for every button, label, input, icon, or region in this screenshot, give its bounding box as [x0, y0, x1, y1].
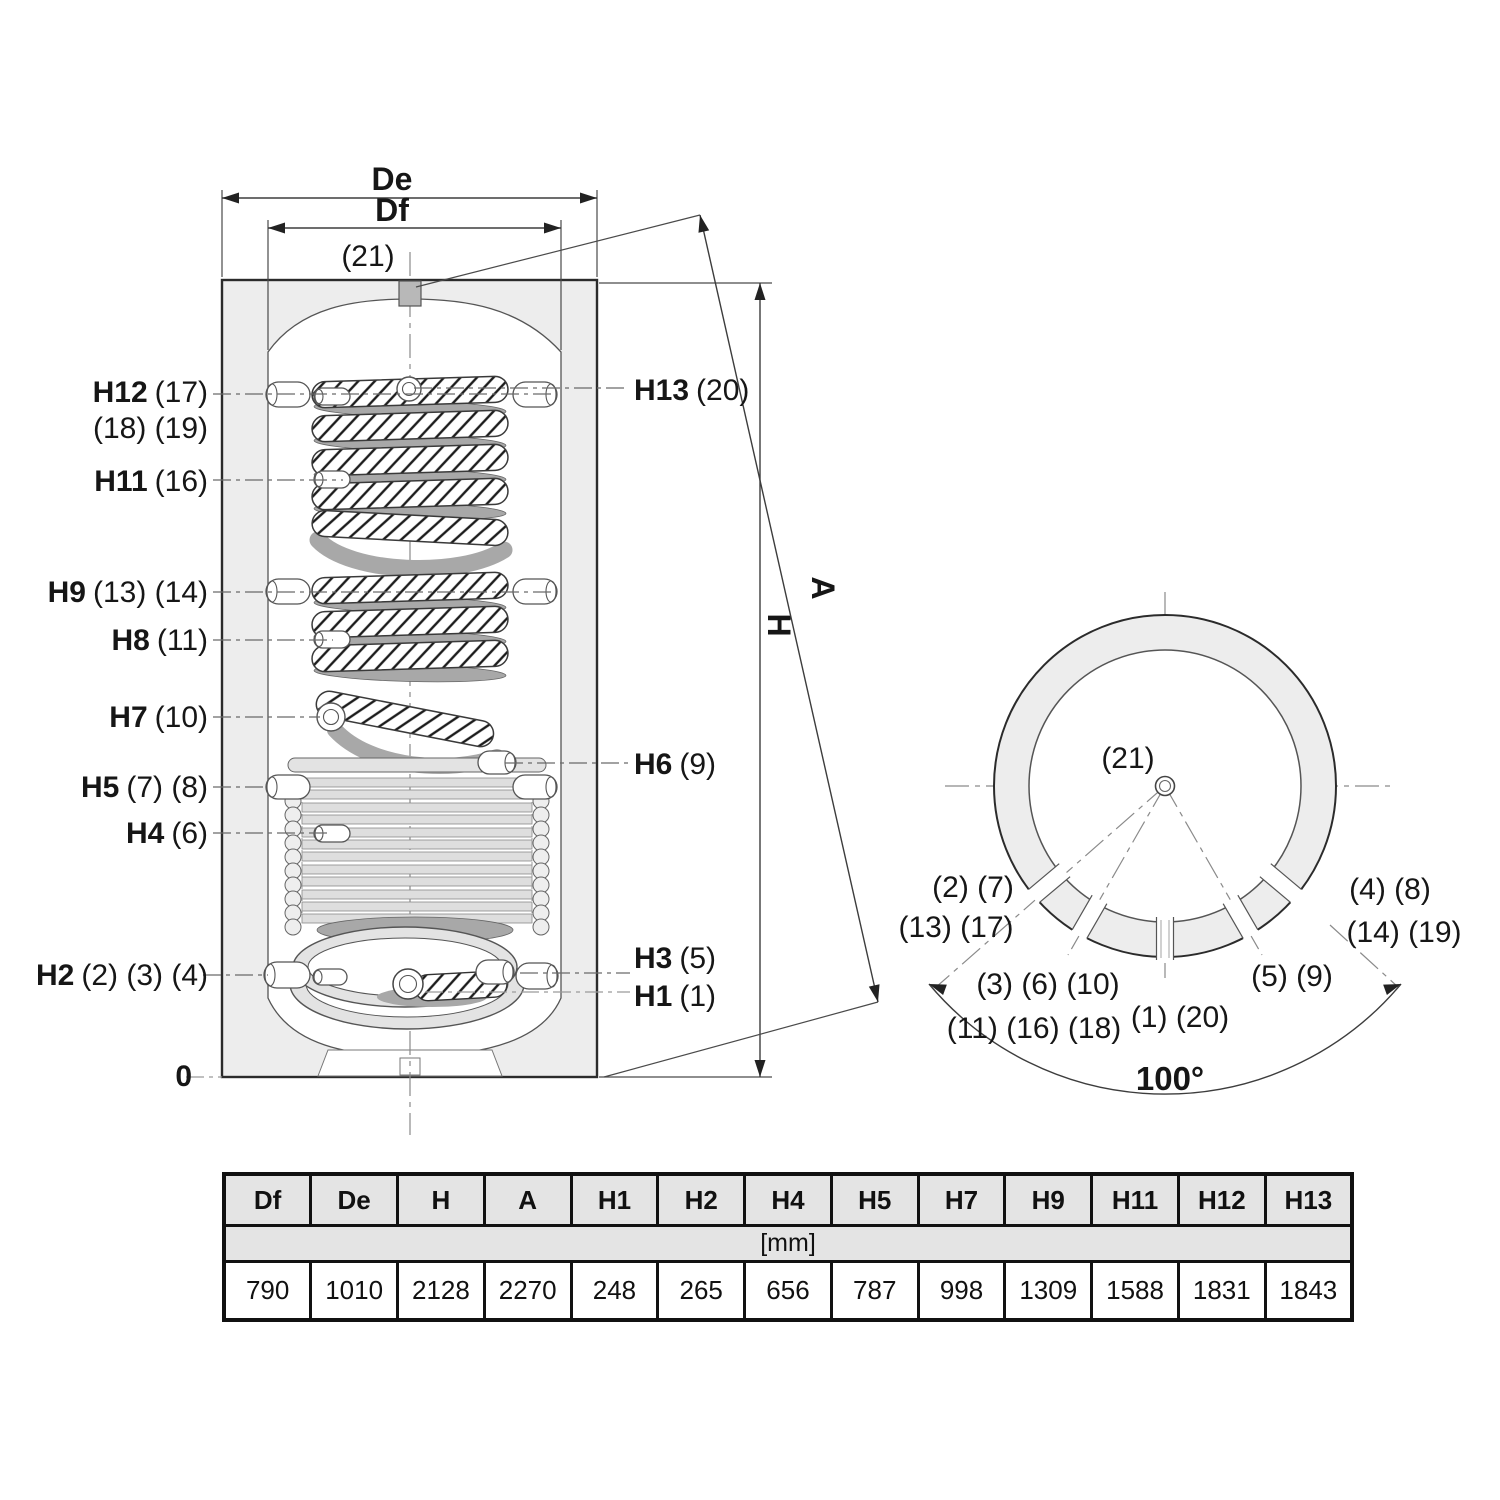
dimension-df: Df [267, 192, 562, 350]
ring-port-right50 [1259, 863, 1303, 904]
col-header: H11 [1090, 1172, 1180, 1227]
svg-text:(13) (17): (13) (17) [898, 911, 1013, 944]
label-df: Df [375, 192, 409, 228]
ring-port-right30 [1222, 894, 1259, 941]
angle-dimension: 100° [928, 983, 1402, 1097]
table-unit-row: [mm] [222, 1224, 1354, 1263]
col-header: H9 [1003, 1172, 1094, 1227]
wall-stubs [263, 381, 559, 990]
dimension-de: De [221, 161, 598, 277]
dim-value: 1588 [1090, 1260, 1180, 1322]
col-header: H [396, 1172, 486, 1227]
col-header: H7 [916, 1172, 1007, 1227]
svg-text:H13(20): H13(20) [634, 374, 749, 407]
label-h: H [761, 613, 797, 636]
dim-value: 1843 [1263, 1260, 1354, 1322]
table-value-row: 790 1010 2128 2270 248 265 656 787 998 1… [222, 1260, 1354, 1322]
dim-value: 1010 [309, 1260, 400, 1322]
dim-value: 790 [222, 1260, 313, 1322]
svg-text:(1) (20): (1) (20) [1131, 1001, 1229, 1034]
svg-text:(21): (21) [1101, 742, 1154, 775]
ring-port-left30 [1071, 894, 1108, 941]
leader-lines [186, 387, 630, 1078]
col-header: H1 [569, 1172, 660, 1227]
label-port21-front: (21) [341, 240, 394, 273]
label-de: De [372, 161, 413, 197]
svg-text:(2) (7): (2) (7) [932, 871, 1014, 904]
col-header: A [482, 1172, 573, 1227]
svg-text:H11(16): H11(16) [94, 465, 208, 498]
col-header: H12 [1176, 1172, 1267, 1227]
dim-value: 998 [916, 1260, 1007, 1322]
svg-text:H1(1): H1(1) [634, 980, 716, 1013]
unit-cell: [mm] [222, 1224, 1354, 1263]
dim-value: 1309 [1003, 1260, 1094, 1322]
svg-text:H3(5): H3(5) [634, 942, 716, 975]
dim-value: 265 [656, 1260, 747, 1322]
dim-value: 656 [743, 1260, 833, 1322]
col-header: H2 [656, 1172, 747, 1227]
svg-text:H6(9): H6(9) [634, 748, 716, 781]
front-view: De Df (21) H A H12(1 [36, 161, 880, 1135]
svg-text:(14) (19): (14) (19) [1346, 916, 1461, 949]
front-right-labels: H13(20) H6(9) H3(5) H1(1) [634, 374, 749, 1013]
port-21 [398, 280, 422, 307]
svg-text:(11) (16) (18): (11) (16) (18) [947, 1012, 1122, 1045]
col-header: H4 [743, 1172, 833, 1227]
top-view-labels: (21) (2) (7) (13) (17) (3) (6) (10) (11)… [898, 742, 1461, 1045]
svg-text:H7(10): H7(10) [109, 701, 208, 734]
col-header: H13 [1263, 1172, 1354, 1227]
front-left-labels: H12(17) (18) (19) H11(16) H9(13) (14) H8… [36, 376, 208, 1093]
dim-value: 787 [829, 1260, 920, 1322]
dim-value: 248 [569, 1260, 660, 1322]
svg-text:(18) (19): (18) (19) [93, 412, 208, 445]
svg-text:H2(2) (3) (4): H2(2) (3) (4) [36, 959, 208, 992]
svg-text:H8(11): H8(11) [112, 624, 208, 657]
col-header: De [309, 1172, 400, 1227]
dim-value: 2270 [482, 1260, 573, 1322]
svg-text:H5(7) (8): H5(7) (8) [81, 771, 208, 804]
svg-text:H4(6): H4(6) [126, 817, 208, 850]
exchanger-fins-right [532, 792, 550, 936]
top-view: 100° (21) (2) (7) (13) (17) (3) (6) (10)… [898, 592, 1462, 1097]
col-header: Df [222, 1172, 313, 1227]
ring-port-0deg [1155, 917, 1175, 963]
dimension-h: H [599, 282, 797, 1078]
svg-text:0: 0 [175, 1060, 192, 1093]
ring-port-left50 [1027, 863, 1071, 904]
dim-value: 1831 [1176, 1260, 1267, 1322]
dim-value: 2128 [396, 1260, 486, 1322]
label-a: A [805, 576, 841, 599]
dimension-table: Df De H A H1 H2 H4 H5 H7 H9 H11 H12 H13 … [222, 1172, 1354, 1322]
table-header-row: Df De H A H1 H2 H4 H5 H7 H9 H11 H12 H13 [222, 1172, 1354, 1227]
svg-text:(5) (9): (5) (9) [1251, 960, 1333, 993]
svg-text:H9(13) (14): H9(13) (14) [48, 576, 208, 609]
svg-text:H12(17): H12(17) [93, 376, 208, 409]
dimension-a: A [415, 214, 880, 1078]
svg-text:(3) (6) (10): (3) (6) (10) [976, 968, 1119, 1001]
upper-coil-tubes [311, 375, 509, 748]
col-header: H5 [829, 1172, 920, 1227]
label-100deg: 100° [1136, 1060, 1204, 1097]
svg-text:(4) (8): (4) (8) [1349, 873, 1431, 906]
